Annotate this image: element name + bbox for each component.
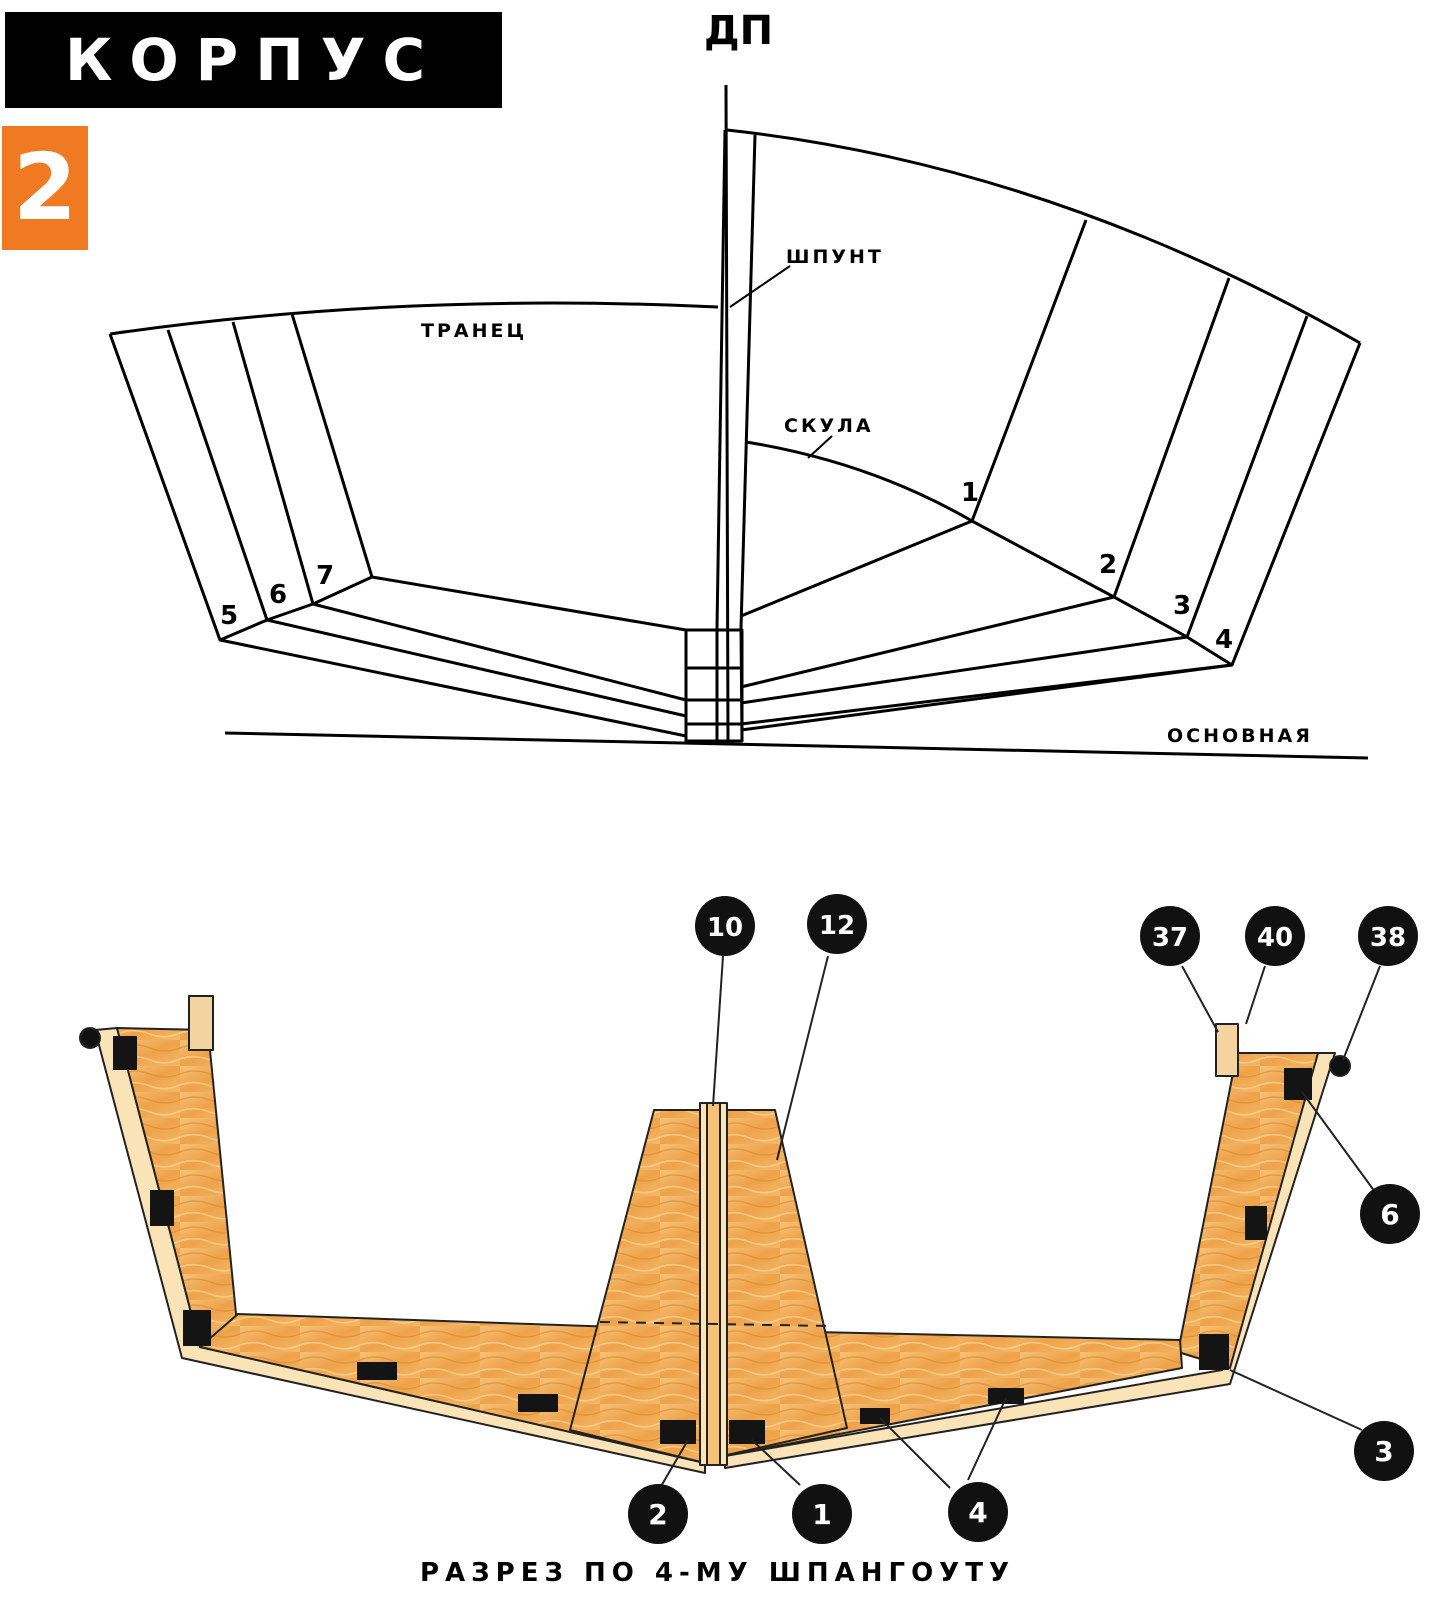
keelson-left	[569, 1109, 706, 1464]
part-callout-6: 6	[1360, 1184, 1420, 1244]
chine-leader	[807, 435, 833, 459]
centerline-label: ДП	[704, 8, 773, 54]
frame-number-6: 6	[269, 580, 287, 610]
part-number-37: 37	[1152, 923, 1188, 953]
figure-number-badge: 2	[2, 126, 88, 250]
rabbet-label: ШПУНТ	[786, 246, 884, 268]
baseline-label: ОСНОВНАЯ	[1167, 725, 1313, 747]
part-number-3: 3	[1374, 1435, 1393, 1468]
frame-number-7: 7	[316, 561, 334, 591]
part-callout-1: 1	[792, 1484, 852, 1544]
sheer-line-bow	[726, 128, 1361, 345]
part-callout-2: 2	[628, 1484, 688, 1544]
part-number-2: 2	[648, 1498, 667, 1531]
part-callout-37: 37	[1140, 906, 1200, 966]
part-number-12: 12	[819, 911, 855, 941]
part-number-38: 38	[1370, 923, 1406, 953]
keel-rabbet-line-left	[715, 129, 727, 741]
part-number-40: 40	[1257, 923, 1293, 953]
rub-rail-left	[79, 1027, 101, 1049]
frame-2	[740, 277, 1231, 689]
part-callout-38: 38	[1358, 906, 1418, 966]
frame-number-2: 2	[1099, 550, 1117, 580]
frame-7	[231, 321, 687, 702]
section-title-banner: КОРПУС	[5, 12, 502, 108]
part-callout-10: 10	[695, 896, 755, 956]
part-number-4: 4	[968, 1496, 987, 1529]
gunwale-block-right	[1215, 1023, 1239, 1077]
part-callout-12: 12	[807, 894, 867, 954]
chine-label: СКУЛА	[784, 415, 874, 437]
rub-rail-right	[1329, 1055, 1351, 1077]
part-number-1: 1	[812, 1498, 831, 1531]
gunwale-block-left	[188, 995, 214, 1051]
keelson-right	[726, 1109, 848, 1456]
transom-outline	[290, 313, 687, 632]
frame-number-5: 5	[220, 601, 238, 631]
rabbet-leader	[729, 265, 791, 308]
frame-6	[166, 329, 687, 718]
part-callout-4: 4	[948, 1482, 1008, 1542]
stem-strip-left	[699, 1102, 708, 1466]
transom-top	[109, 301, 719, 336]
part-callout-3: 3	[1354, 1421, 1414, 1481]
frame-3	[740, 315, 1309, 705]
part-leaders	[659, 955, 1381, 1489]
part-callout-40: 40	[1245, 906, 1305, 966]
frame-number-3: 3	[1173, 591, 1191, 621]
frame-number-4: 4	[1215, 625, 1233, 655]
section-caption: РАЗРЕЗ ПО 4-МУ ШПАНГОУТУ	[420, 1558, 1016, 1588]
part-number-10: 10	[707, 913, 743, 943]
frame-5	[108, 333, 687, 738]
body-plan	[108, 84, 1369, 760]
frame-4	[740, 342, 1362, 726]
frame-1	[740, 219, 1088, 618]
stem-strip-right	[719, 1102, 728, 1466]
transom-label: ТРАНЕЦ	[421, 320, 527, 342]
part-callouts: 10 12 37 40 38 6 3 2	[628, 894, 1420, 1544]
baseline	[224, 731, 1369, 760]
fastening-blocks	[113, 1036, 1312, 1444]
frame-number-1: 1	[961, 478, 979, 508]
centerline	[724, 84, 730, 746]
part-number-6: 6	[1380, 1198, 1399, 1231]
